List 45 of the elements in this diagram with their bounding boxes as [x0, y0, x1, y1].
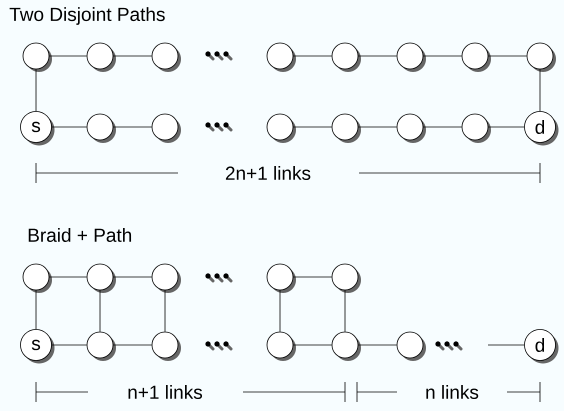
node-circle: [332, 42, 361, 72]
node-circle: [86, 264, 116, 293]
node-circle: [86, 332, 116, 361]
connector-line: [52, 344, 87, 346]
node-circle: [526, 42, 556, 72]
connector-line: [113, 344, 152, 346]
connector-line: [113, 126, 152, 128]
connector-line: [358, 344, 397, 346]
node-circle: [332, 264, 361, 293]
node-circle: [152, 114, 181, 143]
connector-line: [488, 126, 524, 128]
node-circle: [86, 42, 116, 72]
node-circle: [266, 42, 296, 72]
connector-line: [488, 344, 524, 346]
node-circle: [86, 114, 116, 143]
node-circle: [396, 332, 426, 361]
dimension-label: n+1 links: [128, 385, 202, 399]
node-circle: [152, 264, 181, 293]
node-circle: [152, 332, 181, 361]
node-circle: [396, 114, 426, 143]
connector-line: [423, 126, 462, 128]
node-circle: [332, 114, 361, 143]
connector-line: [49, 276, 87, 278]
node-circle: [22, 264, 52, 293]
connector-line: [293, 126, 332, 128]
panel-label: Braid + Path: [28, 228, 132, 242]
node-circle: [266, 114, 296, 143]
node-circle: [266, 264, 296, 293]
connector-line: [164, 290, 166, 332]
connector-line: [358, 126, 397, 128]
node-circle: [266, 332, 296, 361]
connector-line: [344, 290, 346, 332]
connector-line: [52, 126, 87, 128]
node-circle: [332, 332, 361, 361]
dimension-label: n links: [426, 385, 478, 399]
connector-line: [293, 276, 332, 278]
node-circle: [152, 42, 181, 72]
dimension-label: 2n+1 links: [226, 166, 310, 180]
node-circle: [462, 114, 491, 143]
panel-label: Two Disjoint Paths: [10, 7, 165, 25]
node-circle: [396, 42, 426, 72]
node-circle: [22, 42, 52, 72]
node-circle: [462, 42, 491, 72]
connector-line: [293, 344, 332, 346]
connector-line: [113, 276, 152, 278]
